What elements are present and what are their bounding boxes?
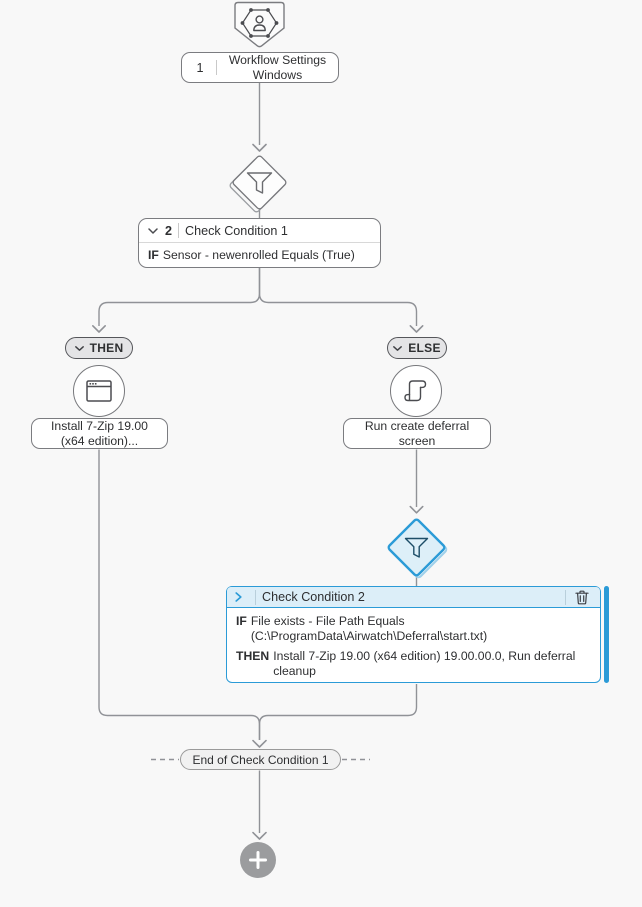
condition2-rules: IF File exists - File Path Equals (C:\Pr… [227, 608, 600, 686]
app-window-icon [86, 380, 112, 402]
if-text: File exists - File Path Equals (C:\Progr… [250, 614, 488, 644]
if-label: IF [148, 248, 159, 262]
condition2-node[interactable]: Check Condition 2 IF File exists - [226, 586, 601, 683]
workflow-settings-node[interactable]: 1 Workflow Settings Windows [181, 52, 339, 83]
divider [178, 223, 180, 238]
workflow-settings-title: Workflow Settings Windows [228, 53, 327, 82]
condition1-title: Check Condition 1 [185, 223, 288, 238]
workflow-badge-icon [234, 1, 285, 48]
then-badge-label: THEN [89, 341, 124, 355]
filter-funnel-icon [387, 518, 448, 579]
condition2-title: Check Condition 2 [262, 590, 365, 604]
add-step-button[interactable] [240, 842, 276, 878]
filter-funnel-icon [229, 155, 287, 213]
then-label: THEN [236, 649, 270, 664]
divider [565, 589, 566, 605]
divider [255, 589, 256, 605]
then-badge[interactable]: THEN [65, 337, 133, 359]
then-action-circle[interactable] [73, 365, 125, 417]
chevron-down-icon [393, 345, 403, 351]
condition1-diamond[interactable] [228, 151, 291, 214]
chevron-down-icon[interactable] [148, 227, 158, 234]
then-action-node[interactable]: Install 7-Zip 19.00 (x64 edition)... [31, 418, 168, 449]
if-text: Sensor - newenrolled Equals (True) [162, 248, 355, 262]
step-number: 2 [165, 223, 173, 238]
then-text: Install 7-Zip 19.00 (x64 edition) 19.00.… [273, 649, 576, 679]
selection-accent-bar [604, 586, 609, 683]
end-of-condition-pill: End of Check Condition 1 [180, 749, 341, 770]
trash-icon [575, 590, 589, 604]
else-action-circle[interactable] [390, 365, 442, 417]
condition2-if-row: IF File exists - File Path Equals (C:\Pr… [236, 614, 591, 644]
condition1-rule: IF Sensor - newenrolled Equals (True) [139, 243, 380, 267]
if-label: IF [236, 614, 247, 628]
else-action-node[interactable]: Run create deferral screen [343, 418, 491, 449]
chevron-right-icon[interactable] [235, 592, 242, 602]
else-badge-label: ELSE [408, 341, 441, 355]
then-action-title: Install 7-Zip 19.00 (x64 edition)... [51, 419, 148, 448]
condition2-then-row: THEN Install 7-Zip 19.00 (x64 edition) 1… [236, 649, 591, 679]
condition2-diamond[interactable] [384, 515, 449, 580]
divider [216, 60, 217, 75]
condition2-header[interactable]: Check Condition 2 [227, 587, 600, 608]
else-badge[interactable]: ELSE [387, 337, 447, 359]
delete-condition-button[interactable] [572, 587, 592, 607]
else-action-title: Run create deferral screen [364, 419, 470, 448]
end-of-condition-label: End of Check Condition 1 [192, 752, 329, 767]
plus-icon [249, 851, 267, 869]
chevron-down-icon [74, 345, 84, 351]
step-number: 1 [196, 60, 204, 75]
script-icon [404, 380, 427, 402]
condition1-header[interactable]: 2 Check Condition 1 [139, 219, 380, 243]
condition1-node[interactable]: 2 Check Condition 1 IF Sensor - newenrol… [138, 218, 381, 268]
